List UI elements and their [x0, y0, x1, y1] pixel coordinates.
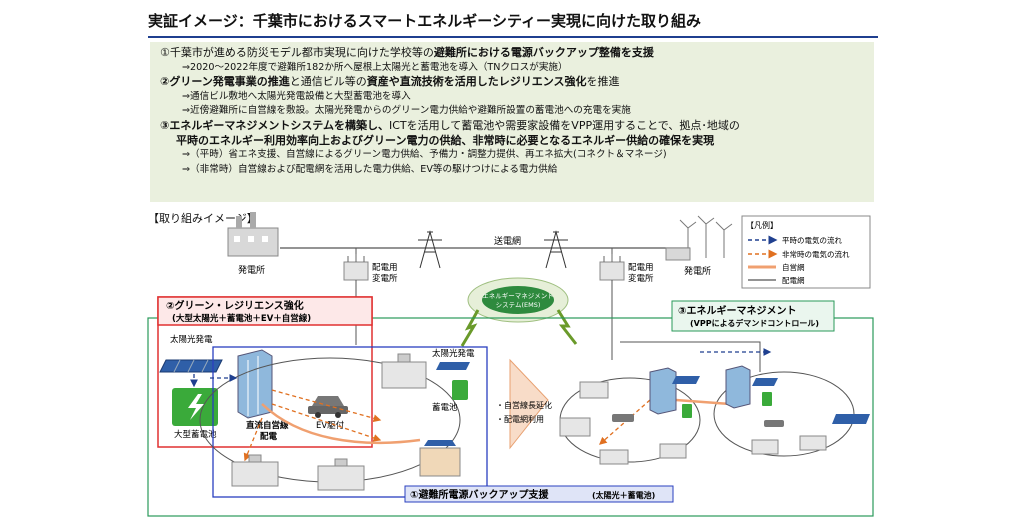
- solar-label: 太陽光発電: [170, 334, 213, 345]
- solar-right-label: 太陽光発電: [432, 348, 475, 359]
- battery-small-label: 蓄電池: [432, 402, 458, 413]
- svg-text:エネルギーマネジメント: エネルギーマネジメント: [482, 292, 554, 300]
- power-plant-left-label: 発電所: [238, 264, 265, 276]
- summary-item-3-line1: ③エネルギーマネジメントシステムを構築し、ICTを活用して蓄電池や需要家設備をV…: [160, 118, 740, 132]
- house-icon: [599, 449, 629, 465]
- school-building-icon: [317, 458, 365, 491]
- house-icon: [751, 439, 779, 455]
- legend-title: 【凡例】: [746, 220, 778, 230]
- page-title: 実証イメージ：千葉市におけるスマートエネルギーシティー実現に向けた取り組み: [148, 12, 702, 30]
- solar-panel-icon: [832, 414, 870, 424]
- substation-right-label-1: 配電用: [628, 263, 654, 273]
- arrow-note-1: ・自営線長延化: [496, 400, 552, 410]
- large-battery-icon: [172, 388, 218, 426]
- house-icon: [559, 417, 591, 437]
- ems-cloud: エネルギーマネジメント システム(EMS): [467, 277, 569, 323]
- school-building-icon: [419, 440, 461, 477]
- legend-private-label: 自営網: [782, 262, 805, 272]
- dc-line-label-1: 直流自営線: [246, 420, 289, 431]
- ev-car-icon: [612, 414, 784, 427]
- power-plant-icon: [665, 247, 691, 261]
- lightning-icon: [556, 309, 578, 345]
- summary-item-3-sub2: ⇒（非常時）自営線および配電網を活用した電力供給、EV等の駆けつけによる電力供給: [182, 163, 558, 175]
- resilience-box-title: ②グリーン・レジリエンス強化: [166, 299, 304, 312]
- school-building-icon: [231, 454, 279, 487]
- shelter-backup-label-box: [404, 485, 674, 503]
- solar-panel-icon: [436, 362, 470, 370]
- power-plant-icon: [227, 212, 279, 257]
- summary-item-2: ②グリーン発電事業の推進と通信ビル等の資産や直流技術を活用したレジリエンス強化を…: [160, 75, 620, 89]
- solar-panel-icon: [752, 378, 778, 386]
- substation-left-label-2: 変電所: [372, 273, 398, 284]
- energy-management-label-box: [671, 300, 835, 332]
- house-icon: [659, 443, 687, 459]
- summary-item-3-line2: 平時のエネルギー利用効率向上およびグリーン電力の供給、非常時に必要となるエネルギ…: [176, 133, 715, 147]
- lightning-icon: [460, 309, 480, 347]
- summary-item-2-sub1: ⇒通信ビル敷地へ太陽光発電設備と大型蓄電池を導入: [182, 90, 411, 102]
- title-underline: [148, 36, 878, 38]
- battery-icon: [762, 392, 772, 406]
- substation-left-label-1: 配電用: [372, 263, 398, 273]
- energy-management-subtitle: (VPPによるデマンドコントロール): [690, 318, 819, 328]
- pylon-icon: [418, 230, 442, 269]
- battery-icon: [682, 404, 692, 418]
- shelter-backup-small: (太陽光＋蓄電池): [592, 490, 655, 500]
- summary-item-3-sub1: ⇒（平時）省エネ支援、自営線によるグリーン電力供給、予備力・調整力提供、再エネ拡…: [182, 149, 667, 161]
- dc-line-label-2: 配電: [260, 432, 278, 442]
- transmission-grid-label: 送電網: [494, 235, 521, 247]
- ev-label: EV駆付: [316, 420, 345, 431]
- arrow-note-2: ・配電網利用: [496, 414, 544, 424]
- substation-icon: [343, 254, 369, 281]
- house-icon: [799, 435, 827, 451]
- substation-icon: [599, 254, 625, 281]
- house-icon: [579, 381, 609, 399]
- shelter-backup-box: [212, 346, 488, 498]
- power-plant-right-label: 発電所: [684, 265, 711, 277]
- pylon-icon: [544, 230, 568, 269]
- energy-management-title: ③エネルギーマネジメント: [678, 304, 796, 317]
- solar-panel-icon: [672, 376, 700, 384]
- shelter-backup-label: ①避難所電源バックアップ支援: [410, 488, 549, 501]
- svg-text:システム(EMS): システム(EMS): [496, 301, 541, 309]
- telecom-building-icon: [649, 367, 677, 415]
- summary-item-1-sub: ⇒2020～2022年度で避難所182か所へ屋根上太陽光と蓄電池を導入（TNクロ…: [182, 61, 568, 73]
- summary-item-1: ①千葉市が進める防災モデル都市実現に向けた学校等の避難所における電源バックアップ…: [160, 46, 654, 59]
- substation-right-label-2: 変電所: [628, 273, 654, 284]
- expansion-arrow: [509, 358, 549, 450]
- private-line: [261, 403, 421, 445]
- legend-distribution-label: 配電網: [782, 275, 805, 285]
- school-building-icon: [381, 353, 427, 389]
- battery-icon: [452, 380, 468, 400]
- solar-panel-icon: [159, 359, 223, 373]
- energy-management-region: [147, 317, 874, 517]
- diagram-section-label: 【取り組みイメージ】: [148, 212, 258, 225]
- large-battery-label: 大型蓄電池: [174, 429, 217, 440]
- ev-car-icon: [308, 396, 348, 418]
- summary-item-2-sub2: ⇒近傍避難所に自営線を敷設。太陽光発電からのグリーン電力供給や避難所設置の蓄電池…: [182, 105, 631, 117]
- resilience-box-subtitle: (大型太陽光＋蓄電池＋EV＋自営線): [172, 313, 311, 324]
- legend-box: [741, 215, 871, 289]
- summary-panel: ①千葉市が進める防災モデル都市実現に向けた学校等の避難所における電源バックアップ…: [150, 42, 874, 202]
- legend-emergency-label: 非常時の電気の流れ: [782, 249, 850, 259]
- legend-normal-label: 平時の電気の流れ: [782, 235, 842, 245]
- telecom-building-icon: [725, 365, 751, 409]
- resilience-box-header: [157, 296, 373, 326]
